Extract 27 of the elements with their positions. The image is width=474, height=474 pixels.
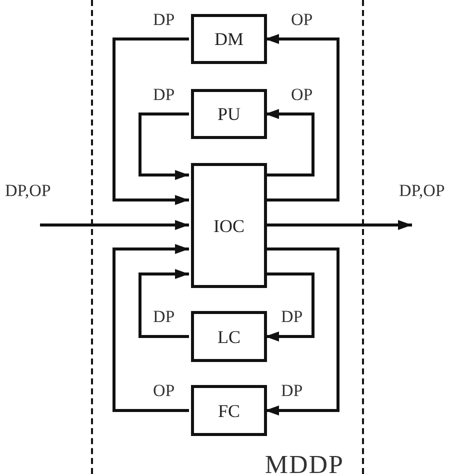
process-box: PU: [191, 89, 267, 139]
process-box: LC: [191, 311, 267, 362]
arrow: [112, 244, 189, 412]
region-title: MDDP: [264, 452, 344, 474]
arrow: [138, 269, 189, 338]
edge-label: DP: [280, 382, 304, 399]
arrow: [265, 248, 340, 416]
edge-label: DP: [152, 11, 176, 28]
edge-label: DP: [152, 308, 176, 325]
process-box: FC: [191, 385, 267, 436]
arrow: [265, 220, 412, 230]
arrow: [265, 272, 314, 342]
arrow: [40, 220, 189, 230]
process-box: IOC: [191, 163, 267, 288]
edge-label: OP: [290, 11, 314, 28]
arrow: [112, 38, 189, 205]
arrow: [265, 109, 314, 176]
edge-label: OP: [290, 86, 314, 103]
arrow: [265, 34, 340, 202]
edge-label: DP: [280, 308, 304, 325]
edge-label: OP: [152, 382, 176, 399]
edge-label: DP: [152, 86, 176, 103]
edge-label: DP,OP: [4, 182, 52, 199]
dashed-boundary: [91, 0, 364, 474]
arrow: [138, 112, 189, 180]
process-box: DM: [191, 14, 267, 64]
edge-label: DP,OP: [398, 182, 446, 199]
